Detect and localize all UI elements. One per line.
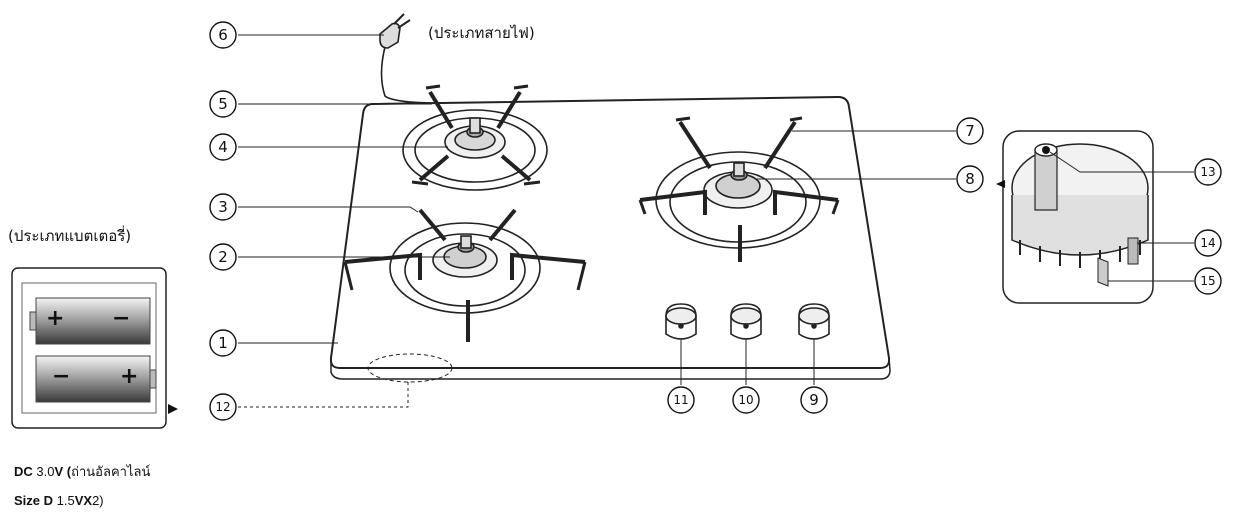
svg-text:3: 3 xyxy=(218,198,228,216)
battery-cell-bottom xyxy=(35,355,151,403)
burner-cap-detail xyxy=(996,130,1154,304)
callout-15: 15 xyxy=(1194,267,1222,295)
battery-spec-line-2: Size D 1.5VX2) xyxy=(14,493,104,508)
callout-8: 8 xyxy=(956,165,984,193)
battery-spec-line-1: DC 3.0V (ถ่านอัลคาไลน์ xyxy=(14,464,151,479)
battery-plus-top: + xyxy=(46,306,65,331)
battery-type-label: (ประเภทแบตเตอรี่) xyxy=(8,227,132,245)
svg-text:7: 7 xyxy=(965,122,975,140)
svg-text:10: 10 xyxy=(738,393,753,407)
callout-9: 9 xyxy=(800,386,828,414)
svg-text:6: 6 xyxy=(218,26,228,44)
svg-text:14: 14 xyxy=(1200,236,1215,250)
callout-4: 4 xyxy=(209,133,237,161)
callout-13: 13 xyxy=(1194,158,1222,186)
battery-minus-top: − xyxy=(112,306,131,331)
burner-rear-left xyxy=(402,84,548,191)
callout-3: 3 xyxy=(209,193,237,221)
burner-right xyxy=(638,116,840,262)
callout-12: 12 xyxy=(209,393,237,421)
svg-text:2: 2 xyxy=(218,248,228,266)
battery-minus-bottom: − xyxy=(52,364,71,389)
callout-11: 11 xyxy=(667,386,695,414)
svg-text:12: 12 xyxy=(215,400,230,414)
svg-text:11: 11 xyxy=(673,393,688,407)
leader-lines xyxy=(238,34,1194,408)
svg-text:9: 9 xyxy=(809,391,819,409)
leader-3 xyxy=(238,206,419,213)
control-knob-right xyxy=(798,303,830,340)
control-knob-left xyxy=(665,303,697,340)
power-plug xyxy=(379,13,431,104)
power-cord-type-label: (ประเภทสายไฟ) xyxy=(428,24,535,42)
battery-inset xyxy=(11,267,178,429)
burner-front-left xyxy=(343,208,587,342)
callout-14: 14 xyxy=(1194,229,1222,257)
svg-text:4: 4 xyxy=(218,138,228,156)
svg-text:1: 1 xyxy=(218,334,228,352)
callout-6: 6 xyxy=(209,21,237,49)
svg-text:5: 5 xyxy=(218,95,228,113)
svg-text:15: 15 xyxy=(1200,274,1215,288)
battery-compartment-outline xyxy=(367,353,453,383)
svg-text:13: 13 xyxy=(1200,165,1215,179)
callout-10: 10 xyxy=(732,386,760,414)
leader-12 xyxy=(238,382,409,408)
callout-7: 7 xyxy=(956,117,984,145)
callout-5: 5 xyxy=(209,90,237,118)
control-knob-middle xyxy=(730,303,762,340)
battery-cell-top xyxy=(35,297,151,345)
callout-1: 1 xyxy=(209,329,237,357)
battery-plus-bottom: + xyxy=(120,364,139,389)
svg-text:8: 8 xyxy=(965,170,975,188)
leader-13 xyxy=(1049,151,1194,173)
battery-terminal-bottom xyxy=(149,369,157,389)
callout-2: 2 xyxy=(209,243,237,271)
battery-terminal-top xyxy=(29,311,37,331)
